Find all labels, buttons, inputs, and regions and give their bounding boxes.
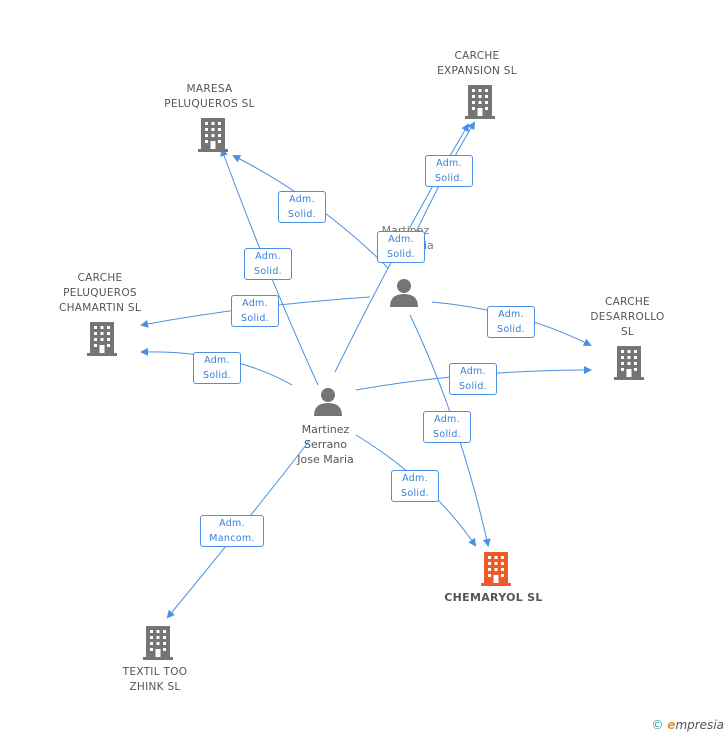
role-badge-main-chemaryol: Adm. Solid. <box>391 470 439 502</box>
carche-desarrollo-building-icon[interactable] <box>614 346 644 380</box>
maresa-building-icon[interactable] <box>198 118 228 152</box>
role-badge-main-maresa: Adm. Solid. <box>244 248 292 280</box>
brand-name: mpresia <box>675 718 724 732</box>
person-main-label[interactable]: Martinez Serrano Jose Maria <box>297 423 354 466</box>
role-badge-main-desarrollo: Adm. Solid. <box>449 363 497 395</box>
carche-chamartin-label[interactable]: CARCHE PELUQUEROS CHAMARTIN SL <box>58 272 141 314</box>
brand-e-mark: e <box>667 718 676 732</box>
role-badge-second-expansion: Adm. Solid. <box>425 155 473 187</box>
role-badge-main-chamartin: Adm. Solid. <box>193 352 241 384</box>
role-badge-main-expansion: Adm. Solid. <box>377 231 425 263</box>
chemaryol-building-icon[interactable] <box>481 552 511 586</box>
copyright-symbol: © <box>651 718 664 732</box>
role-badge-second-maresa: Adm. Solid. <box>278 191 326 223</box>
person-second-icon[interactable] <box>389 277 419 307</box>
textil-label[interactable]: TEXTIL TOO ZHINK SL <box>122 666 188 693</box>
textil-building-icon[interactable] <box>143 626 173 660</box>
chemaryol-label[interactable]: CHEMARYOL SL <box>444 591 543 604</box>
carche-expansion-building-icon[interactable] <box>465 85 495 119</box>
role-badge-second-desarrollo: Adm. Solid. <box>487 306 535 338</box>
carche-expansion-label[interactable]: CARCHE EXPANSION SL <box>437 50 517 77</box>
carche-desarrollo-label[interactable]: CARCHE DESARROLLO SL <box>590 296 665 338</box>
role-badge-second-chemaryol: Adm. Solid. <box>423 411 471 443</box>
role-badge-second-chamartin: Adm. Solid. <box>231 295 279 327</box>
role-badge-main-textil: Adm. Mancom. <box>200 515 264 547</box>
carche-chamartin-building-icon[interactable] <box>87 322 117 356</box>
empresia-logo: © empresia <box>651 718 724 732</box>
person-main-icon[interactable] <box>313 386 343 416</box>
maresa-label[interactable]: MARESA PELUQUEROS SL <box>164 83 255 110</box>
